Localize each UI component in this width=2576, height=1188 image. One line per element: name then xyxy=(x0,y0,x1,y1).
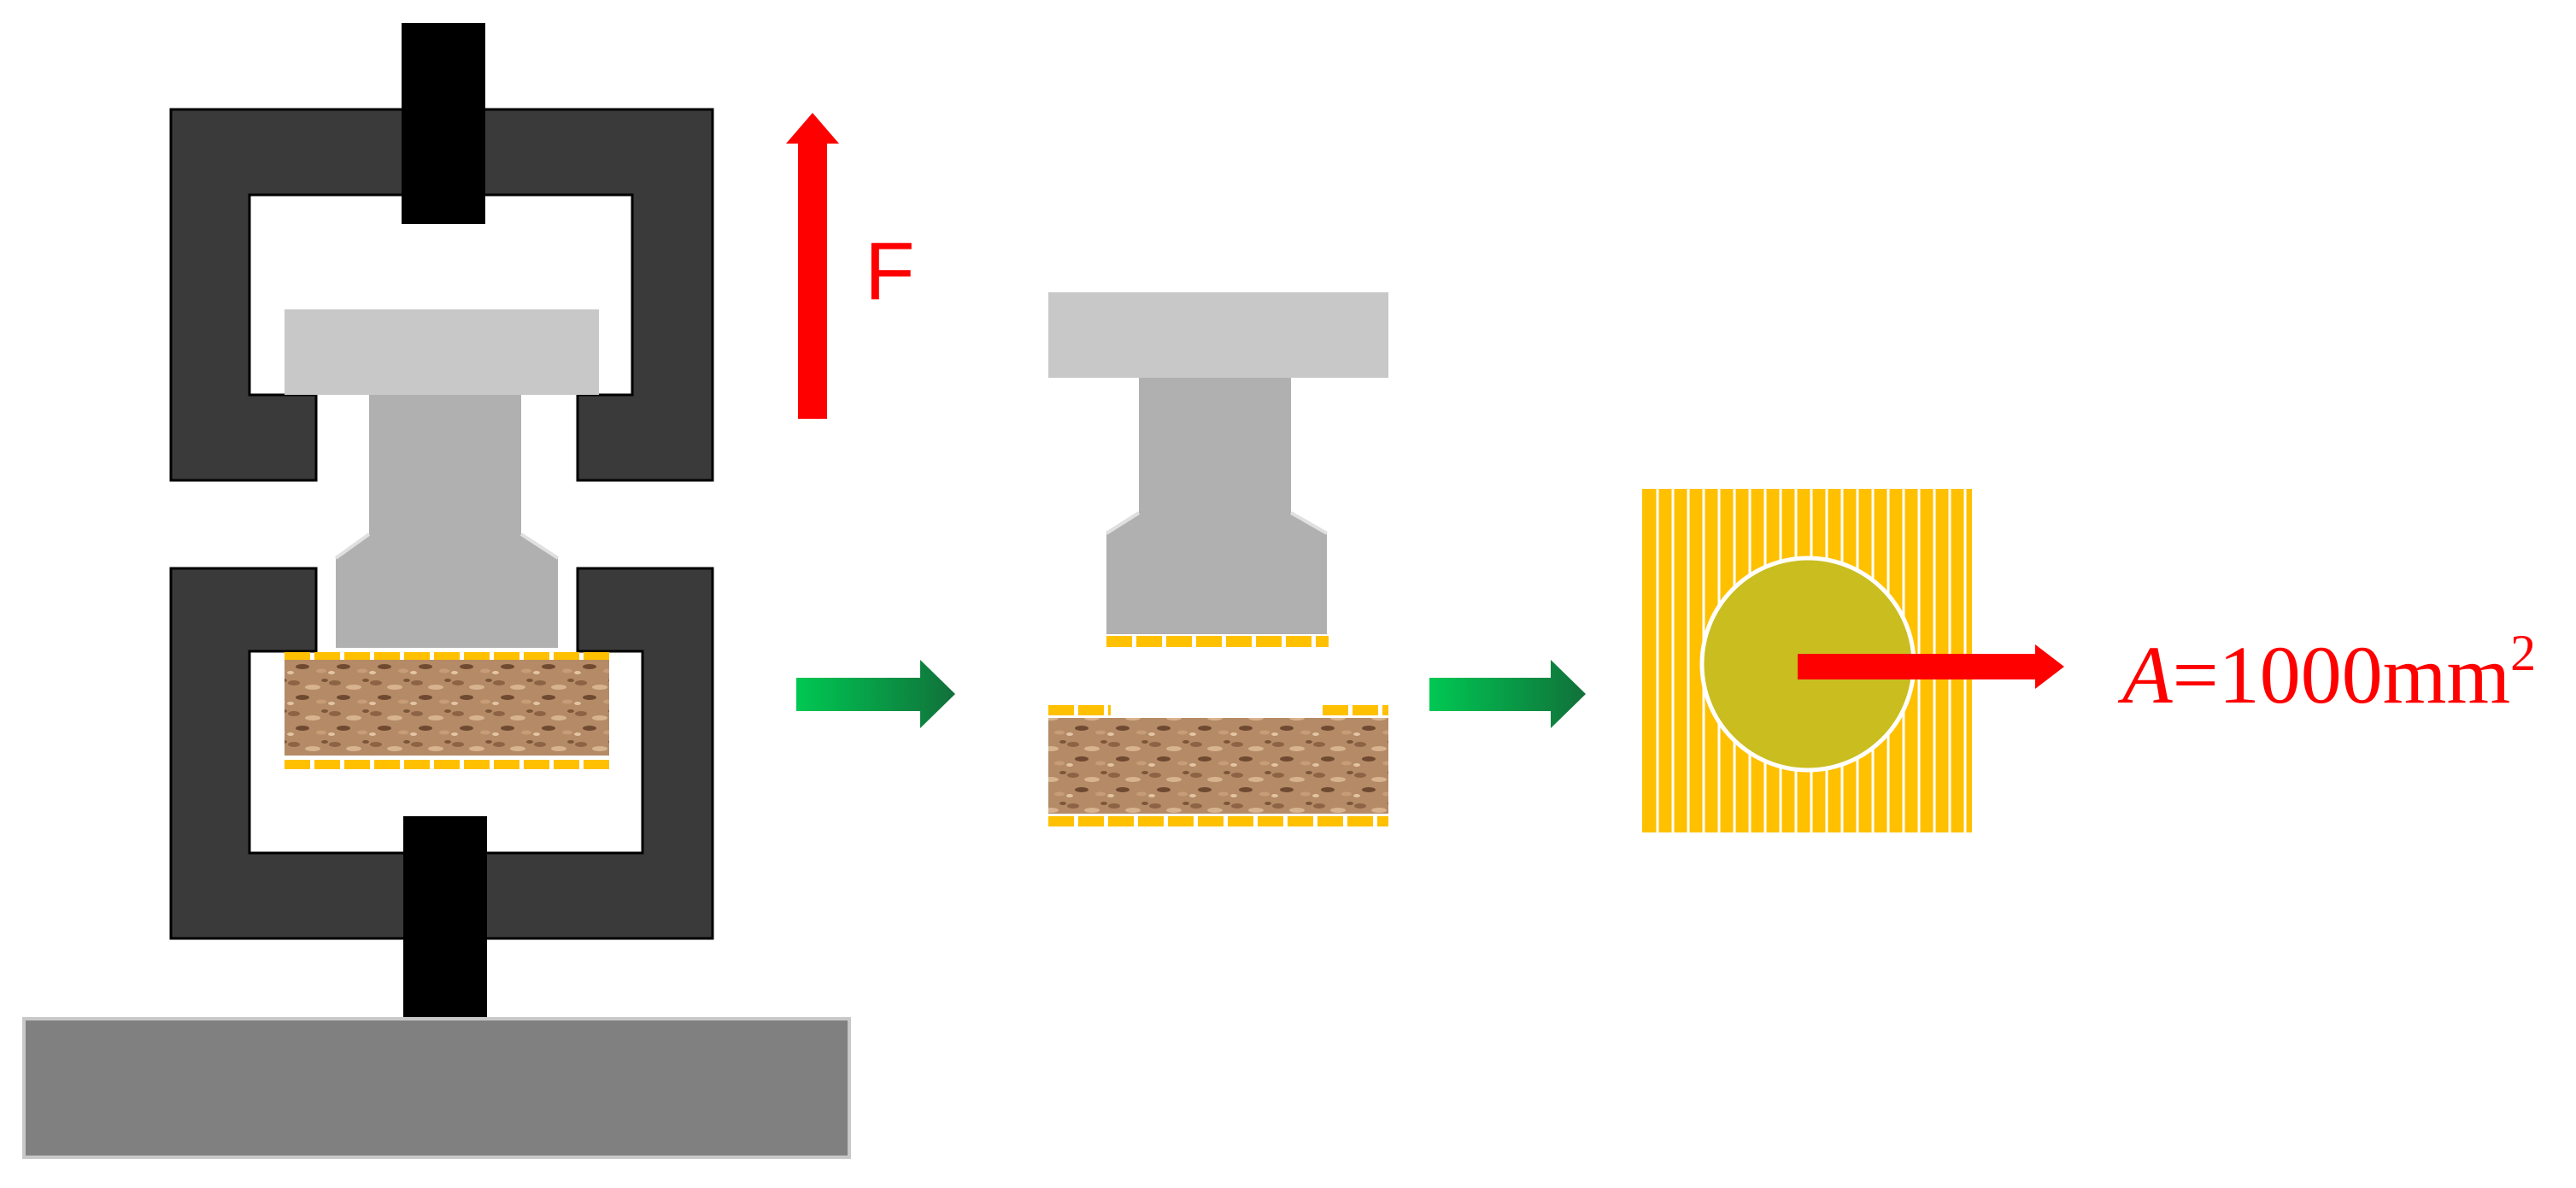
detached-dolly-stem xyxy=(1139,378,1291,520)
coating-segment xyxy=(1258,816,1283,826)
coating-segment xyxy=(344,652,370,662)
dolly-foot xyxy=(336,534,558,648)
coating-segment xyxy=(1196,636,1222,647)
coating-layer-top xyxy=(285,652,609,662)
coating-segment xyxy=(494,760,519,769)
coating-segment xyxy=(554,652,579,662)
coating-segment xyxy=(1317,816,1343,826)
area-label: A=1000mm2 xyxy=(2117,625,2536,720)
coating-segment xyxy=(1382,705,1388,715)
area-arrow xyxy=(1798,644,2064,689)
force-label: F xyxy=(865,226,915,317)
area-arrow-shaft xyxy=(1798,654,2039,679)
area-exponent: 2 xyxy=(2510,625,2536,681)
area-value: =1000mm xyxy=(2173,629,2510,720)
coating-segment xyxy=(464,760,490,769)
coating-segment xyxy=(285,760,310,769)
dolly-stem xyxy=(369,395,521,537)
coating-segment xyxy=(554,760,579,769)
coating-segment xyxy=(1078,705,1104,715)
coating-segment xyxy=(1168,816,1194,826)
coating-segment xyxy=(524,760,549,769)
process-arrow-1-shape xyxy=(796,660,955,728)
remaining-coating-left xyxy=(1048,705,1111,715)
coating-segment xyxy=(584,652,609,662)
dolly-foot-edge-right xyxy=(519,532,560,560)
separated-specimen xyxy=(1048,292,1388,826)
coating-segment xyxy=(1138,816,1164,826)
coating-segment xyxy=(1353,705,1378,715)
coating-segment xyxy=(1198,816,1223,826)
coating-segment xyxy=(314,652,340,662)
detached-dolly-edge-left xyxy=(1105,511,1141,535)
coating-segment xyxy=(584,760,609,769)
coating-segment xyxy=(464,652,490,662)
coating-segment xyxy=(1226,636,1252,647)
process-arrow-1 xyxy=(796,660,955,728)
coating-layer-bottom xyxy=(285,760,609,769)
coating-segment xyxy=(374,652,400,662)
coating-segment xyxy=(285,652,310,662)
coating-segment xyxy=(1078,816,1104,826)
force-arrow xyxy=(786,113,839,419)
coating-segment xyxy=(1108,816,1134,826)
area-symbol: A xyxy=(2117,629,2173,720)
area-arrow-head xyxy=(2035,644,2064,689)
lower-rod xyxy=(403,816,487,1017)
coating-segment xyxy=(1256,636,1282,647)
coating-segment xyxy=(1377,816,1388,826)
coating-segment xyxy=(524,652,549,662)
remaining-soil-specimen xyxy=(1048,718,1388,814)
coating-segment xyxy=(1316,636,1329,647)
coating-segment xyxy=(344,760,370,769)
coating-segment xyxy=(1106,636,1132,647)
coating-segment xyxy=(1323,705,1348,715)
coating-segment xyxy=(434,760,460,769)
detached-coating-layer xyxy=(1106,636,1329,647)
machine-base xyxy=(22,1017,851,1159)
coating-segment xyxy=(1166,636,1192,647)
coating-segment xyxy=(1228,816,1253,826)
detached-dolly-cap xyxy=(1048,292,1388,378)
coating-segment xyxy=(494,652,519,662)
force-arrow-head xyxy=(786,113,839,144)
coating-segment xyxy=(404,652,430,662)
process-arrow-2-shape xyxy=(1429,660,1586,728)
upper-pull-rod xyxy=(402,23,485,224)
remaining-coating-bottom xyxy=(1048,816,1388,826)
dolly-cap xyxy=(285,309,599,395)
coating-segment xyxy=(314,760,340,769)
coating-segment xyxy=(1048,705,1074,715)
coating-segment xyxy=(1108,705,1111,715)
dolly-in-frame xyxy=(285,309,599,648)
soil-specimen xyxy=(285,660,609,756)
coating-segment xyxy=(1347,816,1373,826)
process-arrow-2 xyxy=(1429,660,1586,728)
force-arrow-shaft xyxy=(798,141,827,419)
dolly-foot-edge-left xyxy=(334,532,371,560)
coating-segment xyxy=(434,652,460,662)
coating-segment xyxy=(1048,816,1074,826)
coating-segment xyxy=(1286,636,1311,647)
detached-dolly-edge-right xyxy=(1290,511,1328,535)
coating-segment xyxy=(374,760,400,769)
test-machine xyxy=(22,23,851,1159)
coating-segment xyxy=(1136,636,1162,647)
coating-segment xyxy=(404,760,430,769)
detached-dolly-foot xyxy=(1106,513,1327,634)
remaining-coating-right xyxy=(1323,705,1388,715)
coating-segment xyxy=(1288,816,1313,826)
